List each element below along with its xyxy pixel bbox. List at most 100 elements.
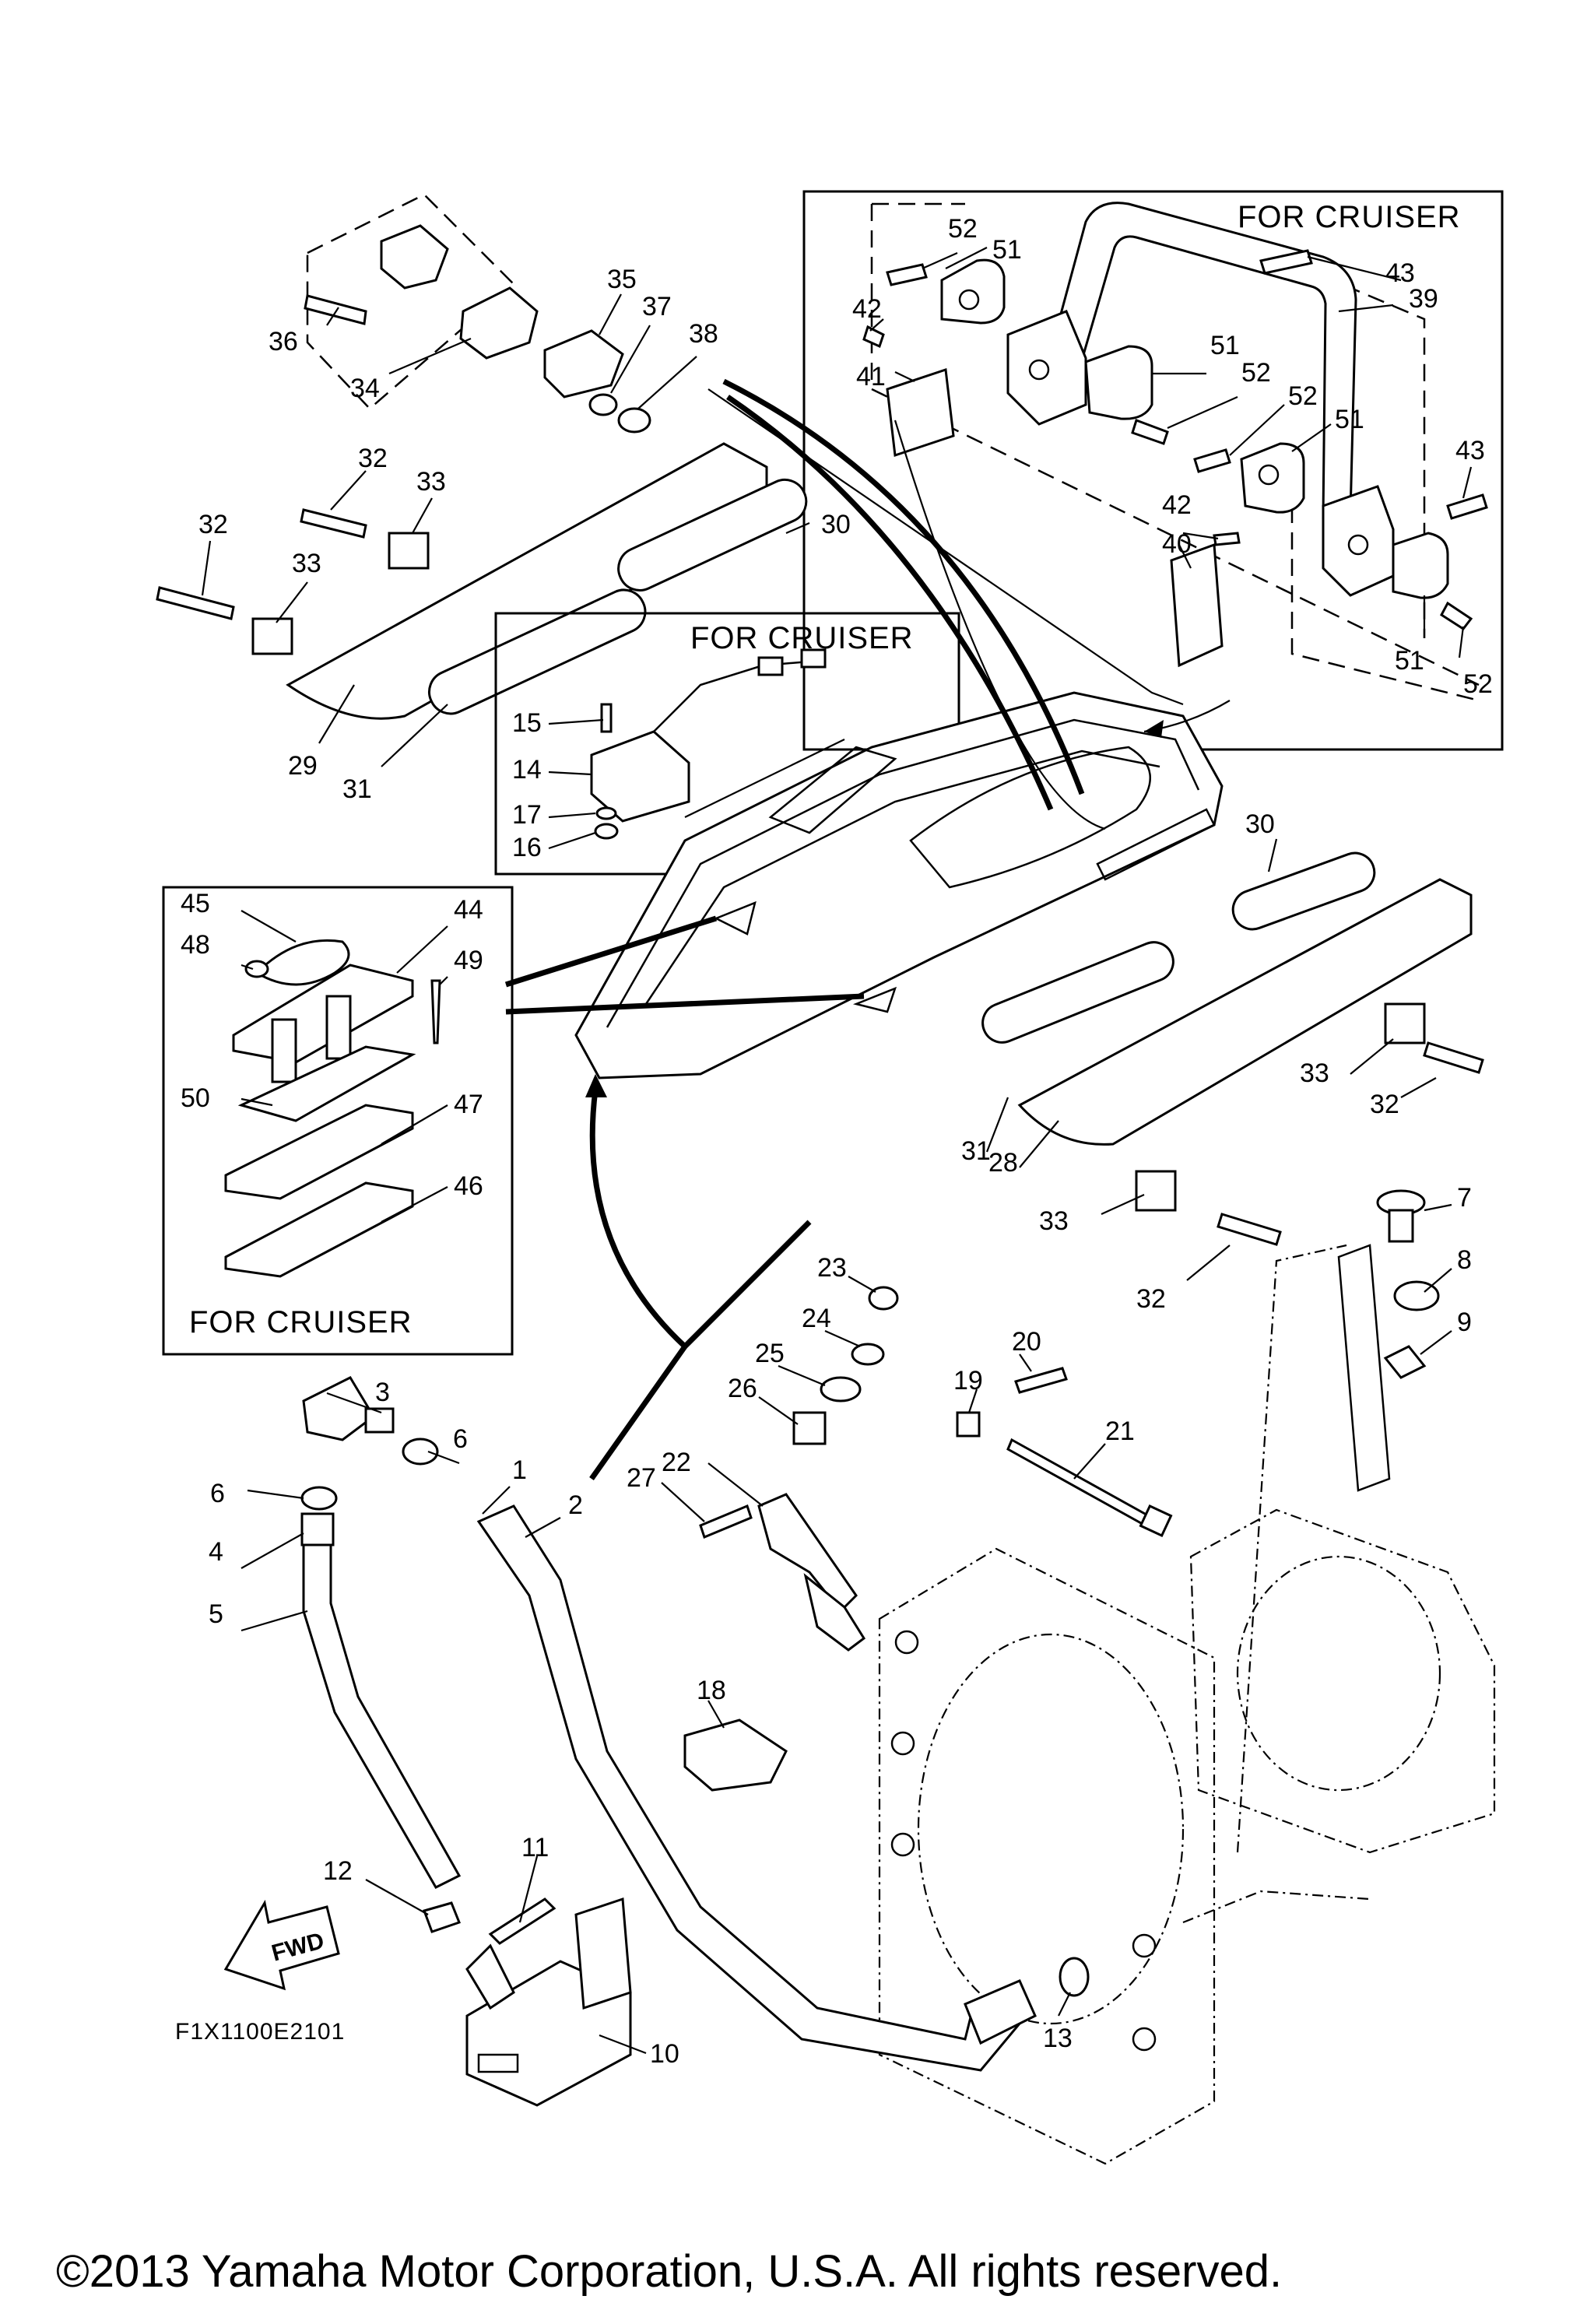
callout: 33 xyxy=(416,467,446,497)
washer-25 xyxy=(820,1376,862,1402)
callout: 9 xyxy=(1457,1308,1472,1337)
callout: 39 xyxy=(1409,284,1438,314)
callout: 2 xyxy=(568,1490,583,1520)
callout: 24 xyxy=(802,1304,831,1333)
callout: 36 xyxy=(269,327,298,356)
callout: 19 xyxy=(953,1366,983,1395)
callout: 17 xyxy=(512,800,542,830)
callout: 12 xyxy=(323,1856,353,1886)
callout: 28 xyxy=(988,1148,1018,1178)
handlebar xyxy=(768,746,897,834)
gasket-34 xyxy=(459,286,539,360)
seat xyxy=(909,746,1152,889)
cruiser-handle-title: FOR CRUISER xyxy=(1238,200,1461,234)
callout: 50 xyxy=(181,1083,210,1113)
rivet-42 xyxy=(1213,532,1241,546)
hose-4-end xyxy=(300,1512,335,1546)
plug-7-stem xyxy=(1388,1209,1414,1243)
callout: 13 xyxy=(1043,2024,1073,2053)
rivet-20 xyxy=(1014,1367,1068,1394)
screw-15 xyxy=(600,703,613,733)
cruiser-cleat-frame xyxy=(162,886,514,1356)
collar-33 xyxy=(251,617,293,655)
bolt-43 xyxy=(1259,249,1313,275)
washer-17 xyxy=(595,806,617,820)
copyright-notice: ©2013 Yamaha Motor Corporation, U.S.A. A… xyxy=(56,2246,1282,2297)
callout: 30 xyxy=(821,510,851,539)
cleat-45 xyxy=(255,939,350,986)
clamp-9 xyxy=(1383,1345,1427,1379)
gasket-35 xyxy=(543,329,624,398)
callout: 33 xyxy=(1300,1058,1329,1088)
bolt-36 xyxy=(304,294,367,325)
pad-51 xyxy=(1240,442,1305,514)
upper-sponson-group xyxy=(156,442,808,720)
hose-group xyxy=(300,1376,1090,2072)
callout: 6 xyxy=(210,1479,225,1508)
pad-51 xyxy=(1084,345,1153,420)
callout: 18 xyxy=(697,1676,726,1705)
part-18 xyxy=(683,1718,788,1792)
collar-33 xyxy=(1135,1170,1177,1212)
washer-37 xyxy=(588,393,618,416)
callout: 22 xyxy=(662,1448,691,1477)
pad-51 xyxy=(1392,532,1449,599)
bolt-32 xyxy=(156,586,235,620)
cruiser-harness-group: FOR CRUISER xyxy=(494,612,960,876)
callout: 4 xyxy=(209,1537,223,1567)
bolt-26 xyxy=(792,1411,827,1445)
handle-mount-right xyxy=(1322,485,1395,597)
fwd-arrow-shape xyxy=(223,1899,340,1991)
callout: 42 xyxy=(1162,490,1192,520)
spring xyxy=(271,1018,297,1083)
bolt-32 xyxy=(300,508,367,539)
clip-19 xyxy=(956,1411,981,1438)
screw-48 xyxy=(244,960,269,978)
stay-30 xyxy=(617,478,808,592)
callout: 38 xyxy=(689,319,718,349)
connector xyxy=(800,648,827,669)
collar-33 xyxy=(388,532,430,570)
switch-body xyxy=(380,224,449,290)
lower-sponson-group xyxy=(981,851,1484,1246)
tie-group xyxy=(956,1367,1173,1538)
sponson-28 xyxy=(1017,878,1473,1146)
callout: 51 xyxy=(1210,331,1240,360)
callout: 37 xyxy=(642,292,672,321)
rivet-11 xyxy=(488,1897,556,1945)
callout: 3 xyxy=(375,1378,390,1407)
nozzle-housing xyxy=(1189,1508,1496,1854)
plate-47 xyxy=(224,1104,414,1200)
cruiser-cleat-group: FOR CRUISER xyxy=(162,886,514,1356)
leader-lines xyxy=(201,247,1473,2055)
gasket-50 xyxy=(237,1045,416,1122)
callout: 48 xyxy=(181,930,210,960)
fitting-3 xyxy=(302,1376,375,1441)
watercraft-hull xyxy=(574,691,1224,1080)
plate-46 xyxy=(224,1181,414,1278)
callout: 47 xyxy=(454,1090,483,1119)
screw-52 xyxy=(886,263,928,286)
cruiser-handle-group: FOR CRUISER xyxy=(802,190,1504,751)
fwd-arrow: FWD xyxy=(223,1899,340,1991)
callout: 33 xyxy=(292,549,321,578)
screw-52 xyxy=(1131,419,1169,445)
callout: 41 xyxy=(856,362,886,391)
callout: 35 xyxy=(607,265,637,294)
callout: 10 xyxy=(650,2039,679,2069)
callout: 46 xyxy=(454,1171,483,1201)
callout: 21 xyxy=(1105,1417,1135,1446)
callout: 33 xyxy=(1039,1206,1069,1236)
screw-52 xyxy=(1440,601,1473,631)
callout: 5 xyxy=(209,1599,223,1629)
stay-31 xyxy=(981,941,1174,1044)
plate-41 xyxy=(886,367,955,458)
bolt-32 xyxy=(1217,1213,1282,1246)
callout: 26 xyxy=(728,1374,757,1403)
bolt-43 xyxy=(1446,493,1488,520)
drawing-code: F1X1100E2101 xyxy=(175,2019,345,2045)
callout: 51 xyxy=(1395,646,1424,676)
callouts: 1 2 3 4 5 6 6 7 8 9 10 11 12 13 14 15 16… xyxy=(181,214,1493,2069)
connector xyxy=(757,656,784,676)
